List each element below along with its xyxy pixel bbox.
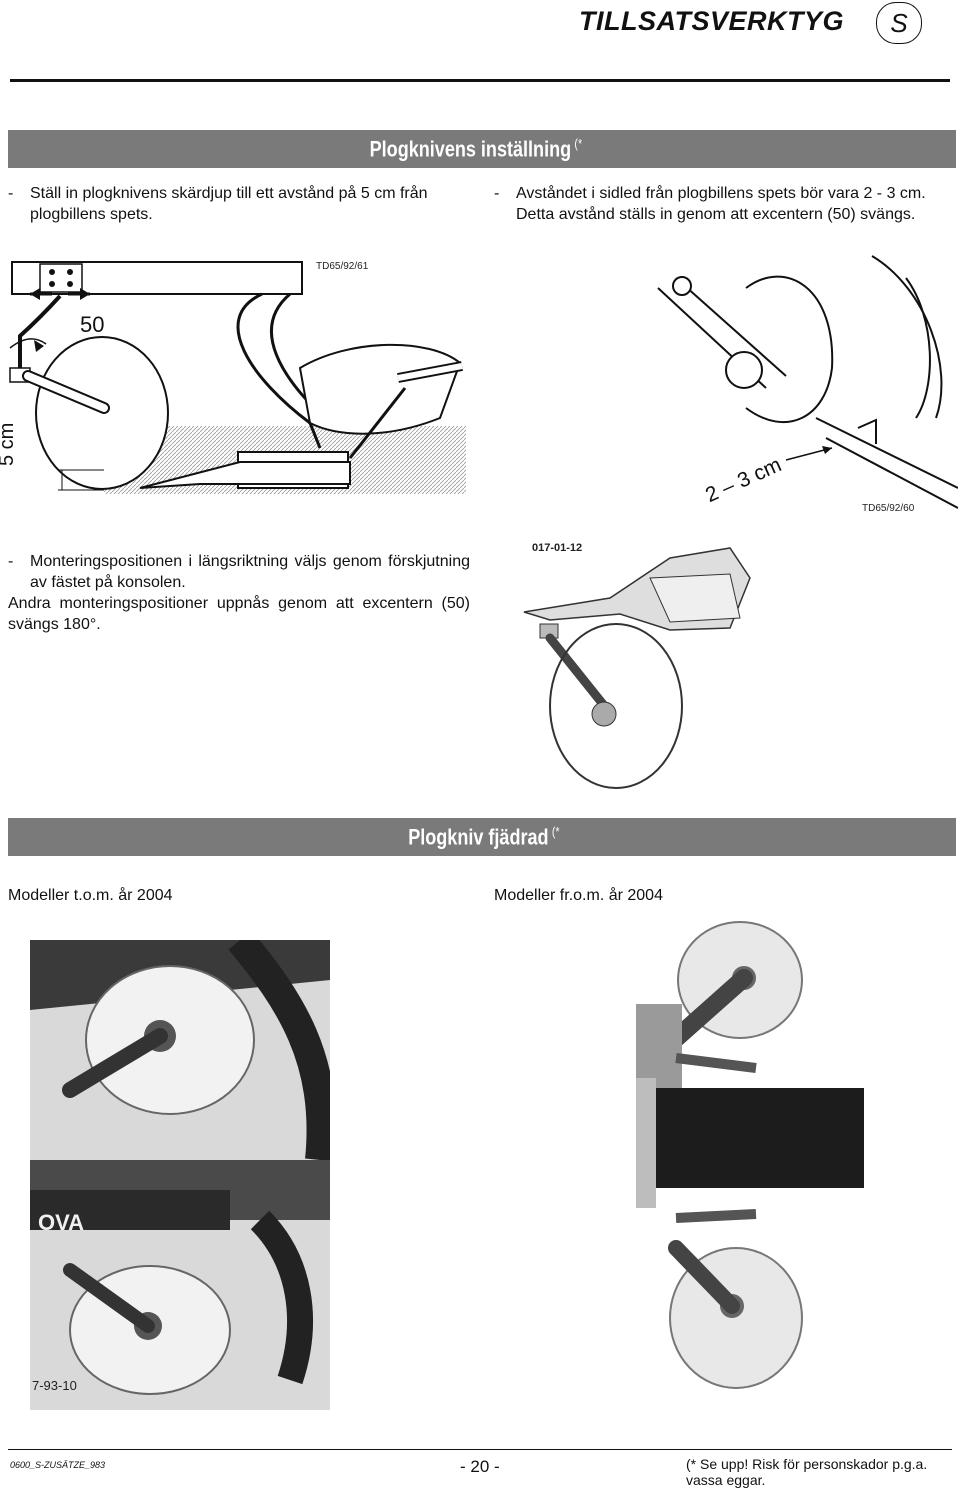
models-from-2004-label: Modeller fr.o.m. år 2004 <box>494 887 663 904</box>
figure-reference: TD65/92/61 <box>316 261 369 272</box>
mounting-text-1: Monteringspositionen i längsriktning väl… <box>30 553 470 591</box>
figure-reference: 017-01-12 <box>532 542 583 554</box>
document-code: 0600_S-ZUSÄTZE_983 <box>10 1460 106 1470</box>
footer-divider <box>8 1449 952 1450</box>
mounting-bracket-figure: 017-01-12 <box>520 538 766 796</box>
mounting-text-2: Andra monteringspositioner uppnås genom … <box>8 595 470 633</box>
footnote: (* Se upp! Risk för personskador p.g.a. … <box>686 1456 928 1488</box>
language-code: S <box>890 7 908 38</box>
depth-setting-diagram: TD65/92/61 50 5 cm <box>0 248 480 518</box>
page-title: TILLSATSVERKTYG <box>578 6 844 36</box>
section-heading-band: Plogkniv fjädrad(* <box>8 818 956 856</box>
depth-dimension-label: 5 cm <box>0 422 18 466</box>
header-divider <box>10 79 950 82</box>
lateral-spacing-diagram: 2 – 3 cm TD65/92/60 <box>636 248 958 522</box>
brand-lettering: OVA <box>38 1210 85 1235</box>
page-number: - 20 - <box>460 1457 500 1476</box>
section-heading-band: Plogknivens inställning(* <box>8 130 956 168</box>
language-code-badge: S <box>876 2 922 44</box>
section-heading: Plogkniv fjädrad(* <box>408 823 560 850</box>
mounting-instructions: - Monteringspositionen i längsriktning v… <box>8 551 470 635</box>
instruction-lateral: - Avståndet i sidled från plogbillens sp… <box>494 183 954 225</box>
photo-coulter-from-2004 <box>636 918 864 1418</box>
figure-reference: TD65/92/60 <box>862 503 915 514</box>
instruction-depth-text: Ställ in plogknivens skärdjup till ett a… <box>30 185 428 223</box>
eccentric-label: 50 <box>80 312 105 337</box>
instruction-depth: - Ställ in plogknivens skärdjup till ett… <box>8 183 478 225</box>
instruction-lateral-text: Avståndet i sidled från plogbillens spet… <box>516 185 926 223</box>
photo-reference: 7-93-10 <box>32 1378 77 1393</box>
section-heading: Plogknivens inställning(* <box>369 135 582 162</box>
models-until-2004-label: Modeller t.o.m. år 2004 <box>8 887 173 904</box>
photo-coulter-until-2004: OVA 7-93-10 <box>30 940 330 1410</box>
